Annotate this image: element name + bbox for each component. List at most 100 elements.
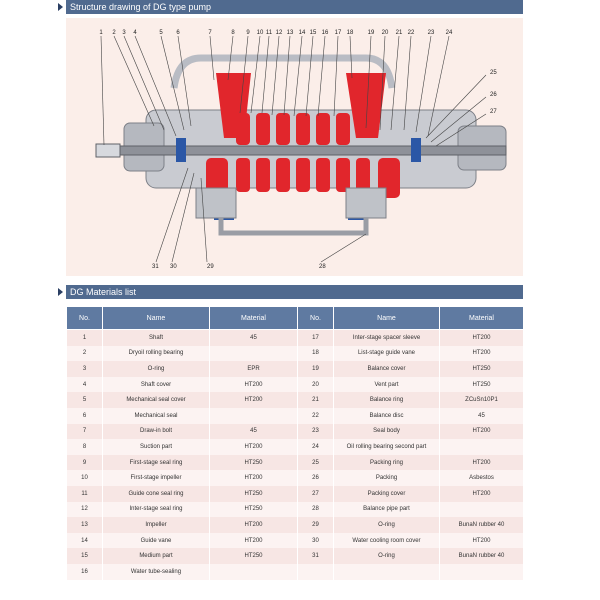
part-label: 17	[335, 30, 342, 36]
part-material-cell: 45	[439, 407, 524, 424]
part-number-cell: 17	[297, 329, 334, 346]
part-label: 2	[112, 30, 116, 36]
part-material-cell: HT200	[209, 517, 298, 533]
part-name-cell	[333, 563, 440, 580]
part-material-cell	[209, 345, 298, 362]
part-name-cell: O-ring	[333, 548, 440, 564]
part-label: 27	[490, 109, 497, 115]
part-number-cell: 25	[297, 454, 334, 471]
part-number-cell: 16	[66, 563, 103, 580]
part-label: 22	[408, 30, 415, 36]
part-material-cell: HT200	[209, 470, 298, 486]
part-label: 25	[490, 70, 497, 76]
part-label: 26	[490, 92, 497, 98]
part-name-cell: Inter-stage seal ring	[102, 501, 210, 518]
part-name-cell: Inter-stage spacer sleeve	[333, 329, 440, 346]
part-name-cell: Vent part	[333, 376, 440, 393]
part-number-cell: 12	[66, 501, 103, 518]
part-name-cell: Oil rolling bearing second part	[333, 439, 440, 455]
outer-casing-frame	[170, 54, 396, 89]
part-material-cell: HT200	[439, 485, 524, 502]
part-name-cell: Packing cover	[333, 485, 440, 502]
part-number-cell: 3	[66, 361, 103, 377]
part-material-cell: HT200	[439, 423, 524, 440]
part-label: 3	[122, 30, 126, 36]
part-name-cell: Suction part	[102, 439, 210, 455]
part-material-cell: 45	[209, 329, 298, 346]
part-name-cell: Shaft	[102, 329, 210, 346]
part-label: 4	[133, 30, 137, 36]
part-label: 14	[299, 30, 306, 36]
part-name-cell: Balance cover	[333, 361, 440, 377]
shaft	[95, 145, 507, 156]
table-header-row: No. Name Material No. Name Material	[66, 306, 524, 330]
part-name-cell: Balance disc	[333, 407, 440, 424]
part-material-cell: HT200	[439, 532, 524, 549]
materials-list-header: DG Materials list	[66, 285, 523, 299]
part-number-cell: 7	[66, 423, 103, 440]
right-seal	[411, 138, 421, 162]
part-name-cell: Dryoil rolling bearing	[102, 345, 210, 362]
structure-drawing-header: Structure drawing of DG type pump	[66, 0, 523, 14]
part-label: 18	[347, 30, 354, 36]
part-name-cell: Guide cone seal ring	[102, 485, 210, 502]
part-label: 8	[231, 30, 235, 36]
part-name-cell: O-ring	[102, 361, 210, 377]
part-label: 1	[99, 30, 103, 36]
part-number-cell: 20	[297, 376, 334, 393]
part-material-cell: ZCuSn10P1	[439, 392, 524, 408]
section-marker-icon	[58, 3, 63, 11]
part-number-cell: 14	[66, 532, 103, 549]
part-label: 7	[208, 30, 212, 36]
part-name-cell: Mechanical seal cover	[102, 392, 210, 408]
part-material-cell: HT200	[209, 376, 298, 393]
part-material-cell: Asbestos	[439, 470, 524, 486]
part-label: 15	[310, 30, 317, 36]
part-material-cell	[209, 563, 298, 580]
part-name-cell: O-ring	[333, 517, 440, 533]
part-name-cell: Mechanical seal	[102, 407, 210, 424]
part-number-cell: 11	[66, 485, 103, 502]
part-material-cell: 45	[209, 423, 298, 440]
column-header: Material	[209, 306, 298, 330]
part-name-cell: Balance pipe part	[333, 501, 440, 518]
part-material-cell	[439, 563, 524, 580]
part-material-cell: HT200	[439, 329, 524, 346]
part-name-cell: Seal body	[333, 423, 440, 440]
part-material-cell: EPR	[209, 361, 298, 377]
part-number-cell: 31	[297, 548, 334, 564]
part-number-cell: 4	[66, 376, 103, 393]
part-name-cell: Medium part	[102, 548, 210, 564]
part-label: 30	[170, 264, 177, 270]
part-name-cell: Shaft cover	[102, 376, 210, 393]
part-material-cell: HT250	[209, 454, 298, 471]
part-number-cell: 18	[297, 345, 334, 362]
part-number-cell: 27	[297, 485, 334, 502]
part-material-cell	[439, 439, 524, 455]
part-material-cell: HT250	[209, 501, 298, 518]
part-number-cell: 1	[66, 329, 103, 346]
part-label: 10	[257, 30, 264, 36]
part-label: 12	[276, 30, 283, 36]
part-label: 6	[176, 30, 180, 36]
section-marker-icon	[58, 288, 63, 296]
part-label: 24	[446, 30, 453, 36]
part-number-cell: 13	[66, 517, 103, 533]
part-name-cell: Balance ring	[333, 392, 440, 408]
part-name-cell: Water tube-sealing	[102, 563, 210, 580]
